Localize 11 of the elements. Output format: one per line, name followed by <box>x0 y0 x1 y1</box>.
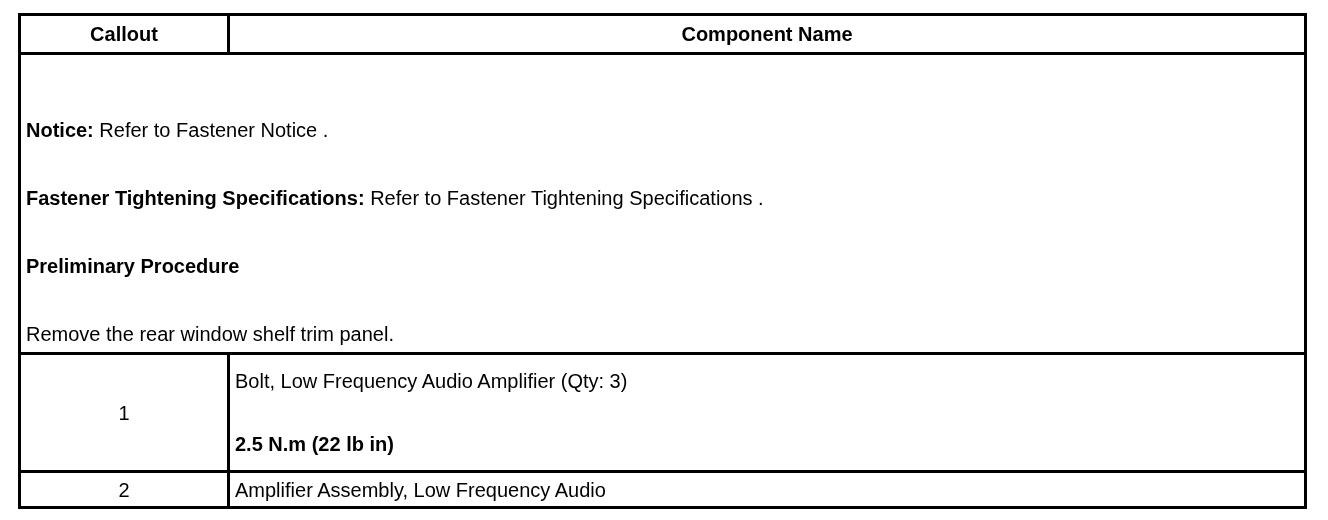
column-header: Callout <box>90 22 158 46</box>
specification-text: Fastener Tightening Specifications: Refer to Fastener Tightening Specifications . <box>26 186 765 210</box>
component-name: Bolt, Low Frequency Audio Amplifier (Qty: 3) <box>235 369 629 393</box>
callout-number: 2 <box>118 477 130 502</box>
procedure-step: Remove the rear window shelf trim panel. <box>26 322 1299 346</box>
component-name: Amplifier Assembly, Low Frequency Audio <box>235 477 606 502</box>
notice-text: Notice: Refer to Fastener Notice . <box>26 118 330 142</box>
procedure-heading: Preliminary Procedure <box>26 254 241 278</box>
torque-value: 2.5 N.m (22 lb in) <box>235 432 395 456</box>
column-header: Component Name <box>681 22 853 46</box>
callout-number: 1 <box>118 400 130 425</box>
